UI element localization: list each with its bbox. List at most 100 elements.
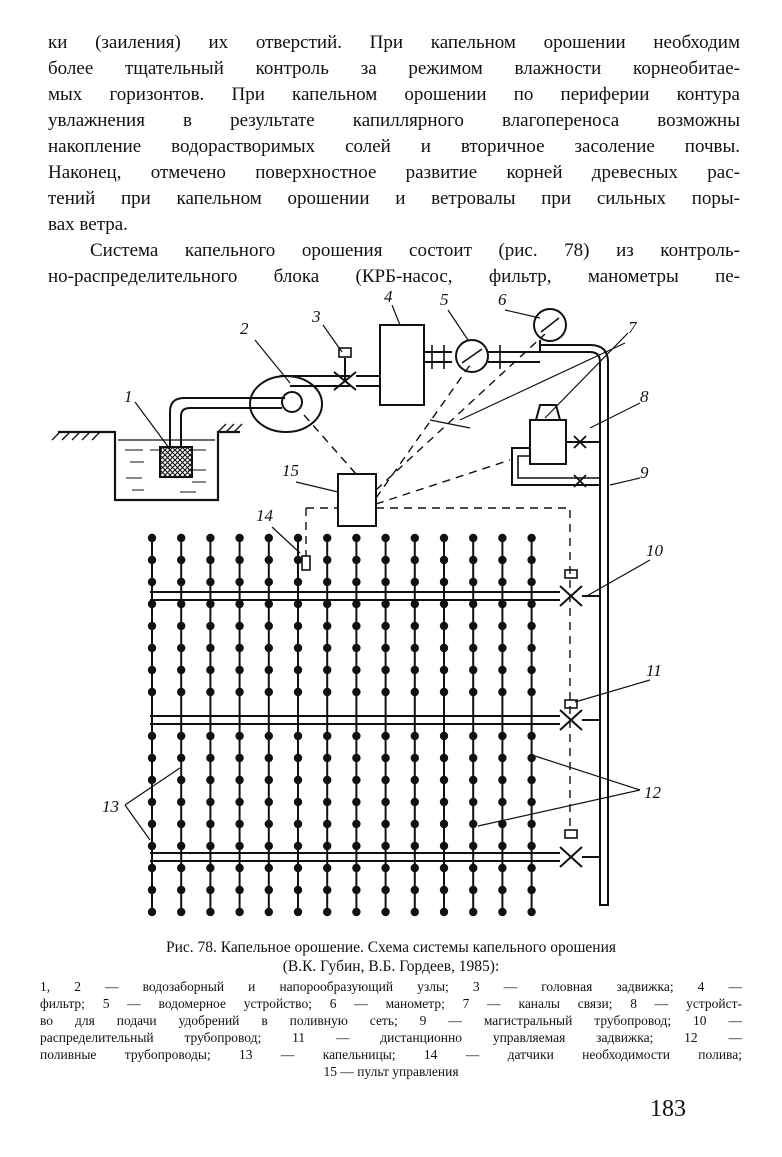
dripper (235, 665, 244, 675)
dripper (498, 577, 507, 587)
dripper (410, 885, 419, 895)
dripper (206, 731, 215, 741)
dripper (206, 555, 215, 565)
dripper (177, 555, 186, 565)
dripper (352, 621, 361, 631)
dripper (177, 687, 186, 697)
dripper (235, 885, 244, 895)
dripper (381, 797, 390, 807)
dripper (323, 841, 332, 851)
dripper (264, 621, 273, 631)
dripper (469, 577, 478, 587)
text-line: Система капельного орошения состоит (рис… (90, 240, 740, 261)
dripper (381, 775, 390, 785)
dripper (177, 731, 186, 741)
dripper (352, 643, 361, 653)
dripper (352, 577, 361, 587)
label-8: 8 (640, 387, 649, 406)
intake-unit (159, 446, 193, 478)
dripper (206, 577, 215, 587)
dripper (177, 577, 186, 587)
dripper (439, 863, 449, 873)
dripper (381, 555, 390, 565)
figure-caption: Рис. 78. Капельное орошение. Схема систе… (40, 938, 742, 1080)
dripper (147, 555, 157, 565)
dripper (469, 841, 478, 851)
dripper (469, 907, 478, 917)
dripper (206, 885, 215, 895)
dripper (177, 599, 186, 609)
dripper (323, 533, 332, 543)
figure-labels: 1 2 3 4 5 6 7 8 9 10 11 12 13 14 15 (102, 287, 664, 816)
dripper (264, 533, 273, 543)
dripper (381, 819, 390, 829)
dripper (352, 599, 361, 609)
dripper (439, 665, 449, 675)
dripper (439, 819, 449, 829)
dripper (264, 731, 273, 741)
dripper (469, 643, 478, 653)
dripper (498, 621, 507, 631)
dripper (323, 753, 332, 763)
dripper (206, 753, 215, 763)
dripper (293, 753, 303, 763)
dripper (352, 819, 361, 829)
dripper (293, 863, 303, 873)
dripper (439, 533, 449, 543)
dripper (498, 819, 507, 829)
dripper (177, 819, 186, 829)
dripper (527, 775, 536, 785)
dripper (381, 753, 390, 763)
dripper (147, 665, 157, 675)
dripper (323, 731, 332, 741)
dripper (498, 775, 507, 785)
dripper (147, 643, 157, 653)
dripper (410, 643, 419, 653)
dripper (206, 819, 215, 829)
dripper (235, 841, 244, 851)
dripper (235, 819, 244, 829)
dripper (498, 907, 507, 917)
dripper (177, 665, 186, 675)
dripper (469, 687, 478, 697)
dripper (410, 621, 419, 631)
dripper (527, 643, 536, 653)
dripper (177, 643, 186, 653)
label-5: 5 (440, 290, 449, 309)
dripper (439, 753, 449, 763)
dripper (469, 731, 478, 741)
dripper (381, 621, 390, 631)
dripper (381, 577, 390, 587)
dripper (206, 533, 215, 543)
dripper (235, 863, 244, 873)
dripper (439, 775, 449, 785)
text-line: Наконец, отмечено поверхностное развитие… (48, 162, 740, 183)
dripper (264, 577, 273, 587)
dripper (527, 555, 536, 565)
dripper (410, 907, 419, 917)
dripper (469, 753, 478, 763)
manometer (533, 308, 567, 352)
text-line: тений при капельном орошении и ветровалы… (48, 188, 740, 209)
dripper (410, 819, 419, 829)
dripper (206, 665, 215, 675)
dripper (352, 775, 361, 785)
dripper (439, 621, 449, 631)
dripper (235, 753, 244, 763)
dripper (177, 533, 186, 543)
dripper (293, 797, 303, 807)
dripper (469, 621, 478, 631)
dripper (527, 533, 536, 543)
dripper (293, 841, 303, 851)
dripper (352, 885, 361, 895)
dripper (177, 885, 186, 895)
dripper (293, 687, 303, 697)
dripper (147, 687, 157, 697)
dripper (439, 731, 449, 741)
dripper (527, 841, 536, 851)
dripper (527, 621, 536, 631)
label-4: 4 (384, 287, 393, 306)
legend-line: во для подачи удобрений в поливную сеть;… (40, 1013, 742, 1028)
label-7: 7 (628, 318, 638, 337)
dripper (177, 797, 186, 807)
